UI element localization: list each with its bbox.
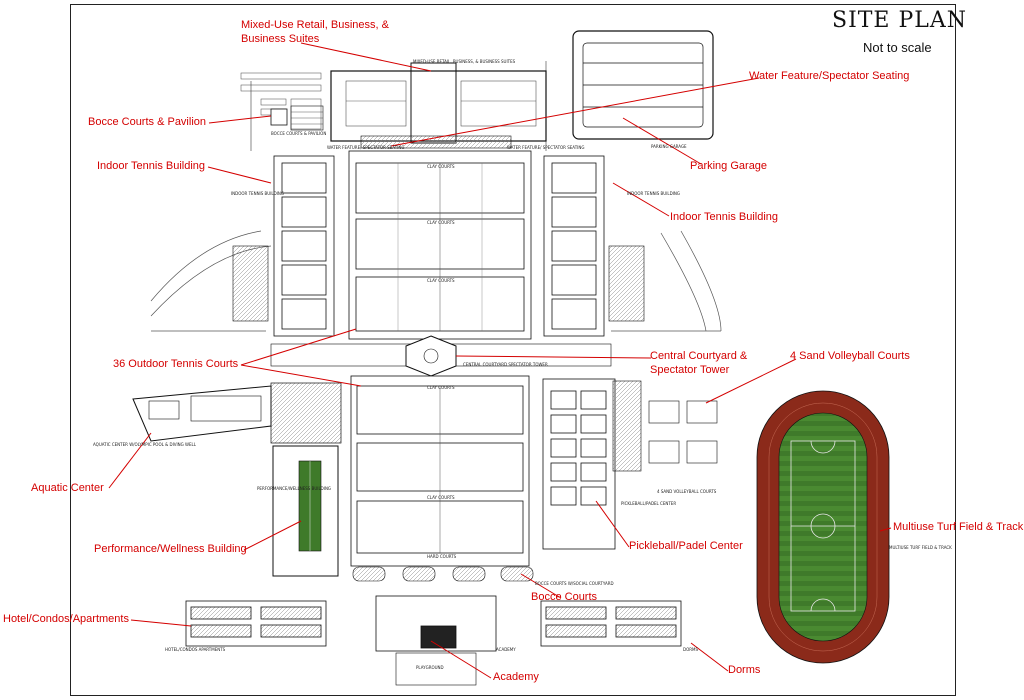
plan-text-courtyard: Central Courtyard Spectator Tower <box>463 362 548 367</box>
label-performance-wellness: Performance/Wellness Building <box>94 543 247 555</box>
pickleball-annex <box>612 380 642 472</box>
aquatic-center <box>132 385 272 442</box>
aquatic-support-block <box>270 382 342 444</box>
indoor-tennis-right <box>543 155 605 337</box>
plan-text-aquatic: Aquatic Center w/Olympic Pool & Diving W… <box>93 442 196 447</box>
plan-text-mixed-use: Mixed-Use Retail, Business, & Business S… <box>413 59 516 64</box>
plan-text-parking: Parking Garage <box>651 144 687 149</box>
mixed-use-building <box>330 62 547 149</box>
plan-text-academy: Academy <box>496 647 516 652</box>
plan-text-bocce-pavilion: Bocce Courts & Pavilion <box>271 131 327 136</box>
plan-text-multiuse: Multiuse Turf Field & Track <box>889 545 952 550</box>
plan-text-indoor-right: Indoor Tennis Building <box>627 191 680 196</box>
callout-lines <box>108 42 892 679</box>
bocce-courts <box>352 566 534 582</box>
plan-text-clay-3: Clay Courts <box>427 278 455 283</box>
plan-text-sand-vb: 4 Sand Volleyball Courts <box>657 489 717 494</box>
plan-text-hard-courts: Hard Courts <box>427 554 457 559</box>
indoor-tennis-left <box>273 155 335 337</box>
site-plan-frame: Mixed-Use Retail, Business, & Business S… <box>70 4 956 696</box>
annex-blocks <box>232 245 645 322</box>
label-dorms: Dorms <box>728 664 761 676</box>
plan-text-water-right: Water Feature/ Spectator Seating <box>507 145 585 150</box>
parking-garage <box>572 30 714 140</box>
performance-wellness-building <box>272 445 339 577</box>
label-central-courtyard: Central Courtyard & Spectator Tower <box>650 350 748 376</box>
plan-text-dorms: Dorms <box>683 647 698 652</box>
plan-text-water-left: Water Feature/ Spectator Seating <box>327 145 405 150</box>
label-pickleball: Pickleball/Padel Center <box>629 540 743 552</box>
outdoor-courts-top <box>348 150 532 340</box>
page-subtitle: Not to scale <box>863 40 932 55</box>
sand-volleyball-courts <box>648 400 718 464</box>
parking-rows-top-left <box>240 72 322 130</box>
plan-text-pickleball: Pickleball/Padel Center <box>621 501 677 506</box>
label-multiuse-turf: Multiuse Turf Field & Track <box>893 521 1024 533</box>
outdoor-courts-bottom <box>350 375 530 567</box>
central-courtyard-band <box>270 335 612 377</box>
bocce-pavilion <box>270 105 324 131</box>
label-indoor-tennis-left: Indoor Tennis Building <box>97 160 206 172</box>
label-parking-garage: Parking Garage <box>690 160 768 172</box>
label-mixed-use: Mixed-Use Retail, Business, & Business S… <box>241 19 389 45</box>
label-academy: Academy <box>493 671 539 683</box>
plan-text-clay-5: Clay Courts <box>427 495 455 500</box>
pickleball-center <box>542 378 616 550</box>
academy-building <box>375 595 497 686</box>
plan-text-performance: Performance/Wellness Building <box>257 486 332 491</box>
plan-text-bocce: Bocce Courts w/Social Courtyard <box>535 581 614 586</box>
label-bocce-pavilion: Bocce Courts & Pavilion <box>88 116 206 128</box>
dorms-building <box>540 600 682 647</box>
plan-text-hotel: Hotel/Condos Apartments <box>165 647 226 652</box>
plan-text-indoor-left: Indoor Tennis Building <box>231 191 284 196</box>
label-hotel: Hotel/Condos/Apartments <box>3 613 129 625</box>
multiuse-turf-field <box>756 390 890 664</box>
label-aquatic-center: Aquatic Center <box>31 482 104 494</box>
label-bocce-courts: Bocce Courts <box>531 591 598 603</box>
label-outdoor-courts: 36 Outdoor Tennis Courts <box>113 358 239 370</box>
site-plan-drawing <box>108 30 892 686</box>
label-water-feature: Water Feature/Spectator Seating <box>749 70 910 82</box>
plan-text-clay-4: Clay Courts <box>427 385 455 390</box>
label-sand-volleyball: 4 Sand Volleyball Courts <box>790 350 910 362</box>
plan-text-clay-2: Clay Courts <box>427 220 455 225</box>
page-title: SITE PLAN <box>832 8 968 33</box>
hotel-building <box>185 600 327 647</box>
plan-text-clay-1: Clay Courts <box>427 164 455 169</box>
plan-text-playground: Playground <box>416 665 444 670</box>
label-indoor-tennis-right: Indoor Tennis Building <box>670 211 779 223</box>
